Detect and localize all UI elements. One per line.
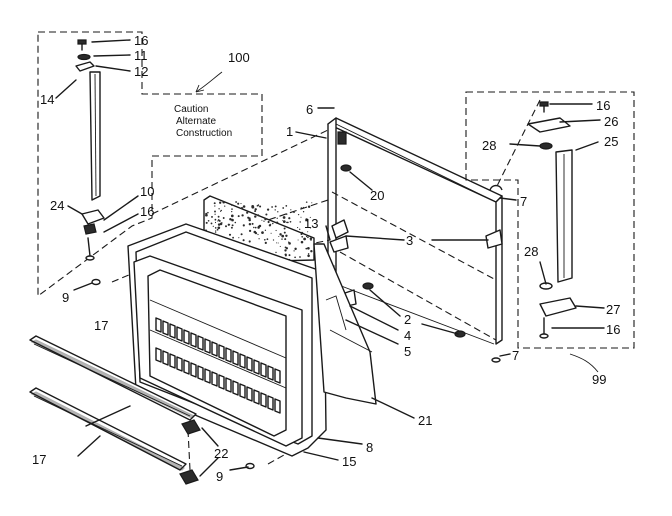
leader-lines-left — [55, 39, 139, 291]
callout-9: 9 — [62, 290, 69, 305]
callout-5: 5 — [404, 344, 411, 359]
callout-2: 2 — [404, 312, 411, 327]
callout-10: 10 — [140, 184, 154, 199]
callout-11: 11 — [134, 48, 148, 63]
callout-25: 25 — [604, 134, 618, 149]
callout-17: 17 — [32, 452, 46, 467]
right-hinge-assembly — [527, 101, 577, 339]
callout-16: 16 — [140, 204, 154, 219]
callout-22: 22 — [214, 446, 228, 461]
callout-15: 15 — [342, 454, 356, 469]
callout-16: 16 — [596, 98, 610, 113]
callout-1: 1 — [286, 124, 293, 139]
alternate-construction-box-left — [37, 31, 263, 298]
door-shelf-ribs — [155, 317, 281, 414]
callout-21: 21 — [418, 413, 432, 428]
callout-16: 16 — [606, 322, 620, 337]
callout-4: 4 — [404, 328, 411, 343]
callout-100: 100 — [228, 50, 250, 65]
caution-note-line1: Caution — [174, 104, 208, 115]
caution-note-line3: Construction — [176, 128, 232, 139]
caution-note: Caution Alternate Construction — [174, 104, 232, 139]
callout-6: 6 — [306, 102, 313, 117]
leader-lines-right — [77, 103, 605, 477]
callout-7: 7 — [520, 194, 527, 209]
callout-14: 14 — [40, 92, 54, 107]
callout-16: 16 — [134, 33, 148, 48]
callout-28: 28 — [524, 244, 538, 259]
door-strips — [29, 335, 255, 485]
alternate-construction-box-right — [465, 91, 635, 373]
callout-9: 9 — [216, 469, 223, 484]
door-back-panel — [313, 243, 377, 405]
callout-13: 13 — [304, 216, 318, 231]
callout-27: 27 — [606, 302, 620, 317]
door-liner — [127, 223, 327, 457]
callout-12: 12 — [134, 64, 148, 79]
callout-28: 28 — [482, 138, 496, 153]
callout-99: 99 — [592, 372, 606, 387]
callout-7: 7 — [512, 348, 519, 363]
callout-24: 24 — [50, 198, 64, 213]
caution-note-line2: Alternate — [176, 116, 216, 127]
callout-8: 8 — [366, 440, 373, 455]
callout-3: 3 — [406, 233, 413, 248]
left-hinge-assembly — [75, 39, 105, 286]
callout-26: 26 — [604, 114, 618, 129]
callout-17: 17 — [94, 318, 108, 333]
callout-labels: 100 99 16 11 12 14 10 24 16 9 17 17 22 9… — [32, 33, 620, 484]
callout-20: 20 — [370, 188, 384, 203]
